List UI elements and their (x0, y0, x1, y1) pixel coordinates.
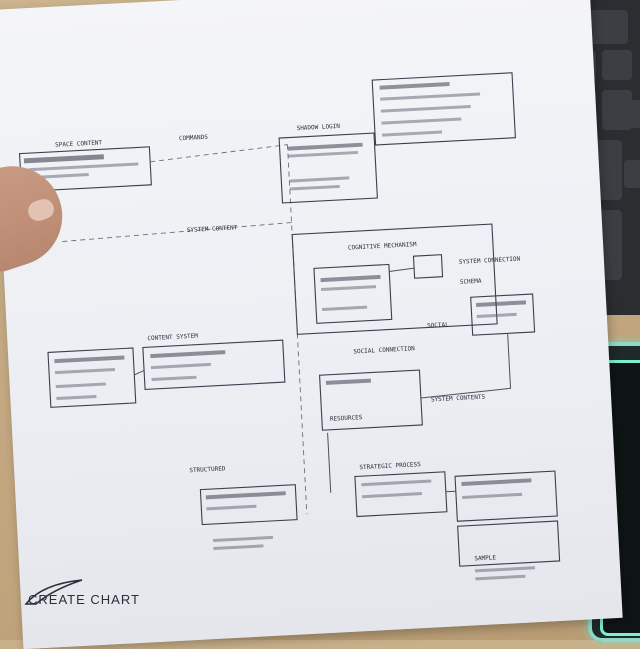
diagram-label-14: STRATEGIC PROCESS (359, 461, 421, 471)
diagram-box-right: SCHEMA SOCIAL (427, 278, 536, 336)
diagram-box-center-right: RESOURCES SYSTEM CONTENTS (318, 333, 512, 493)
diagram-label-8: SOCIAL (427, 321, 449, 329)
ribbon-swoosh-icon (24, 579, 83, 605)
diagram-label-4: SYSTEM CONTENT (187, 224, 238, 234)
diagram-label-7: SCHEMA (460, 278, 482, 286)
box-outline (470, 293, 536, 336)
diagram-label-12: SYSTEM CONTENTS (431, 394, 486, 404)
diagram-label-15: SAMPLE (474, 554, 496, 562)
logo-wordmark: CREATE CHART (28, 592, 140, 607)
diagram-box-center-left: CONTENT SYSTEM (134, 333, 286, 390)
diagram-box-bottom-left: STRUCTURED (189, 465, 298, 551)
box-outline (291, 223, 498, 335)
box-outline (47, 347, 137, 408)
diagram-box-bottom-right: SAMPLE (445, 470, 561, 581)
diagram-label-10: SOCIAL CONNECTION (353, 345, 415, 355)
box-outline (412, 254, 444, 279)
flowchart-diagram: SPACE CONTENT COMMANDS SHADOW LOGIN SY (18, 72, 561, 581)
diagram-paper-sheet: SPACE CONTENT COMMANDS SHADOW LOGIN SY (0, 0, 623, 649)
diagram-label-13: STRUCTURED (189, 465, 226, 474)
diagram-label-9: CONTENT SYSTEM (147, 333, 198, 343)
diagram-box-central: COGNITIVE MECHANISM SYSTEM CONNECTION (291, 223, 521, 335)
diagram-box-top-center: SHADOW LOGIN (278, 123, 378, 204)
box-outline (199, 484, 298, 526)
box-outline (454, 470, 558, 522)
box-outline (371, 72, 516, 146)
diagram-box-top-right (371, 72, 516, 146)
diagram-box-left-middle (47, 347, 137, 408)
diagram-label-3: SHADOW LOGIN (296, 123, 340, 132)
diagram-label-6: SYSTEM CONNECTION (459, 256, 521, 266)
diagram-label-1: SPACE CONTENT (55, 139, 103, 148)
box-outline (313, 263, 393, 324)
diagram-label-5: COGNITIVE MECHANISM (348, 241, 417, 252)
box-outline (457, 520, 561, 567)
diagram-label-2: COMMANDS (179, 134, 209, 143)
box-outline (278, 132, 378, 204)
diagram-label-11: RESOURCES (330, 414, 363, 423)
diagram-box-bottom-center: STRATEGIC PROCESS (354, 461, 448, 518)
box-outline (142, 339, 286, 390)
